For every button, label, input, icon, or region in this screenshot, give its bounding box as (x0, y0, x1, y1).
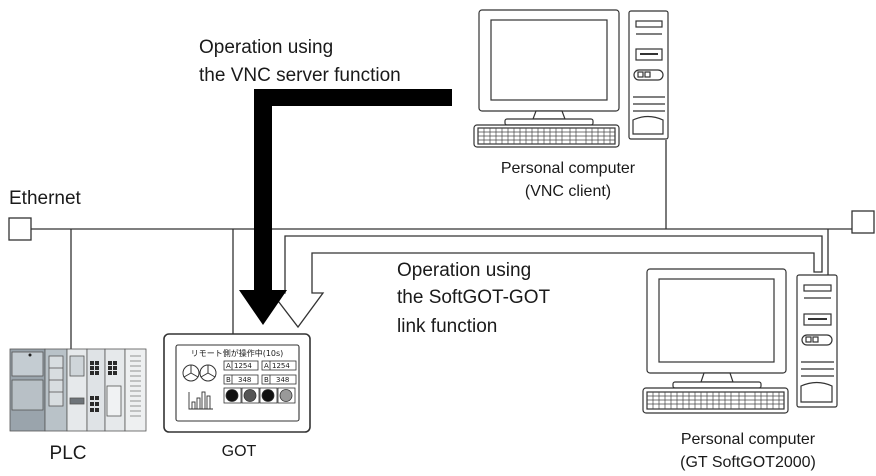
tower-icon (628, 10, 669, 140)
got-value-table (223, 360, 297, 385)
pc-vnc-label-line1: Personal computer (501, 160, 636, 177)
gauge-icon (182, 364, 217, 382)
pc-softgot-label-line2: (GT SoftGOT2000) (680, 454, 816, 471)
got-cell-value: 1254 (234, 362, 252, 370)
plc-device (9, 348, 147, 432)
keyboard-icon (473, 124, 620, 148)
monitor-icon (478, 9, 620, 126)
softgot-operation-line1: Operation using (397, 260, 531, 281)
got-device: リモート側が操作中(10s) A 1254 A 1254 B 348 B 348 (163, 333, 311, 433)
got-cell-label: A (226, 362, 231, 370)
ethernet-label: Ethernet (9, 188, 82, 209)
got-cell-value: 348 (238, 376, 251, 384)
ethernet-network: Ethernet (8, 140, 875, 349)
got-cell-label: B (264, 376, 269, 384)
keyboard-icon (642, 387, 789, 414)
vnc-operation-line1: Operation using (199, 37, 333, 58)
got-label: GOT (222, 443, 257, 460)
vnc-operation-line2: the VNC server function (199, 65, 401, 86)
vnc-operation-arrow (239, 89, 452, 325)
pc-vnc-client (473, 9, 669, 148)
pc-softgot (642, 268, 838, 414)
lamp-icons (223, 387, 296, 404)
pc-vnc-label-line2: (VNC client) (525, 183, 611, 200)
plc-label: PLC (50, 443, 87, 464)
pc-softgot-label-line1: Personal computer (681, 431, 816, 448)
tower-icon (796, 274, 838, 408)
ethernet-terminator-left (8, 217, 32, 241)
got-cell-value: 348 (276, 376, 289, 384)
monitor-icon (646, 268, 787, 389)
ethernet-terminator-right (851, 210, 875, 234)
got-cell-label: B (226, 376, 231, 384)
got-screen-title: リモート側が操作中(10s) (191, 348, 284, 358)
softgot-link-arrow (270, 235, 823, 329)
softgot-operation-line3: link function (397, 316, 497, 337)
softgot-operation-line2: the SoftGOT-GOT (397, 287, 550, 308)
bar-chart-icon (188, 391, 213, 410)
got-cell-label: A (264, 362, 269, 370)
got-cell-value: 1254 (272, 362, 290, 370)
